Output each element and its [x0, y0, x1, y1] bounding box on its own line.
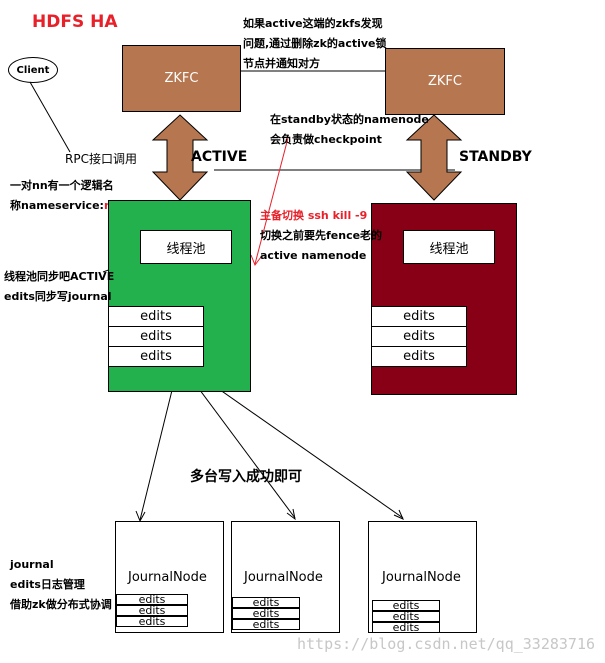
active-edits-item: edits — [108, 306, 204, 327]
journal-edits-item: edits — [116, 616, 188, 627]
multi-write-note: 多台写入成功即可 — [190, 469, 302, 485]
switch-note: 主备切换 ssh kill -9 切换之前要先fence老的 active na… — [260, 206, 382, 266]
active-edits-item: edits — [108, 326, 204, 347]
journal-edits-item: edits — [232, 608, 300, 619]
threadpool-sync-note: 线程池同步吧ACTIVE edits同步写journal — [4, 267, 114, 307]
active-state-label: ACTIVE — [191, 149, 248, 165]
journal-edits-item: edits — [372, 600, 440, 611]
journal-edits-item: edits — [232, 619, 300, 630]
switch-note-line: 切换之前要先fence老的 — [260, 229, 383, 242]
journal-note-line: 借助zk做分布式协调 — [10, 598, 112, 611]
active-threadpool: 线程池 — [140, 230, 232, 264]
zkfc-note-line: 问题,通过删除zk的active锁 — [243, 37, 387, 50]
journal-node-label: JournalNode — [128, 570, 207, 585]
standby-note-line: 在standby状态的namenode — [270, 113, 429, 126]
switch-note-red: 主备切换 ssh kill -9 — [260, 209, 368, 222]
journal-edits-item: edits — [372, 611, 440, 622]
journal-edits-item: edits — [372, 622, 440, 633]
zkfc-note-line: 节点并通知对方 — [243, 57, 320, 70]
zkfc-active: ZKFC — [122, 45, 241, 112]
journal-edits-item: edits — [232, 597, 300, 608]
standby-threadpool: 线程池 — [403, 230, 495, 264]
nameservice-prefix: 称nameservice: — [10, 199, 104, 212]
journal-node-label: JournalNode — [244, 570, 323, 585]
watermark: https://blog.csdn.net/qq_33283716 — [296, 635, 595, 653]
zkfc-note-line: 如果active这端的zkfs发现 — [243, 17, 383, 30]
zkfc-failover-note: 如果active这端的zkfs发现 问题,通过删除zk的active锁 节点并通… — [243, 14, 387, 74]
journal-node: JournalNode edits edits edits — [231, 521, 340, 633]
switch-arrow-line — [254, 137, 289, 265]
standby-checkpoint-note: 在standby状态的namenode 会负责做checkpoint — [270, 110, 429, 150]
journal-node: JournalNode edits edits edits — [115, 521, 224, 633]
active-threadpool-label: 线程池 — [166, 241, 206, 257]
standby-edits-item: edits — [371, 326, 467, 347]
journal-edits-item: edits — [116, 605, 188, 616]
zkfc-standby: ZKFC — [385, 48, 505, 115]
left-note-line: 线程池同步吧ACTIVE — [4, 270, 115, 283]
standby-arrow-shape — [405, 114, 463, 201]
standby-edits-item: edits — [371, 346, 467, 367]
journal-edits-stack: edits edits edits — [116, 594, 188, 627]
journal-note-line: journal — [10, 558, 54, 571]
journal-note: journal edits日志管理 借助zk做分布式协调 — [10, 555, 112, 615]
standby-threadpool-label: 线程池 — [429, 241, 469, 257]
journal-edits-item: edits — [116, 594, 188, 605]
diagram-title: HDFS HA — [32, 12, 118, 32]
zkfc-active-label: ZKFC — [164, 71, 199, 86]
journal-note-line: edits日志管理 — [10, 578, 85, 591]
switch-note-line: active namenode — [260, 249, 367, 262]
left-note-line: edits同步写journal — [4, 290, 112, 303]
rpc-label: RPC接口调用 — [65, 152, 137, 166]
journal-edits-stack: edits edits edits — [232, 597, 300, 630]
zkfc-standby-label: ZKFC — [428, 74, 462, 89]
journal-edits-stack: edits edits edits — [372, 600, 440, 633]
standby-edits-item: edits — [371, 306, 467, 327]
standby-note-line: 会负责做checkpoint — [270, 133, 382, 146]
nameservice-line: 一对nn有一个逻辑名 — [10, 179, 114, 192]
active-edits-item: edits — [108, 346, 204, 367]
journal-node: JournalNode edits edits edits — [368, 521, 477, 633]
client-rpc-line — [29, 81, 71, 153]
client-label: Client — [16, 64, 50, 76]
client-node: Client — [8, 57, 58, 83]
journal-node-label: JournalNode — [382, 570, 461, 585]
switch-arrowhead — [250, 254, 262, 267]
standby-state-label: STANDBY — [459, 149, 532, 165]
